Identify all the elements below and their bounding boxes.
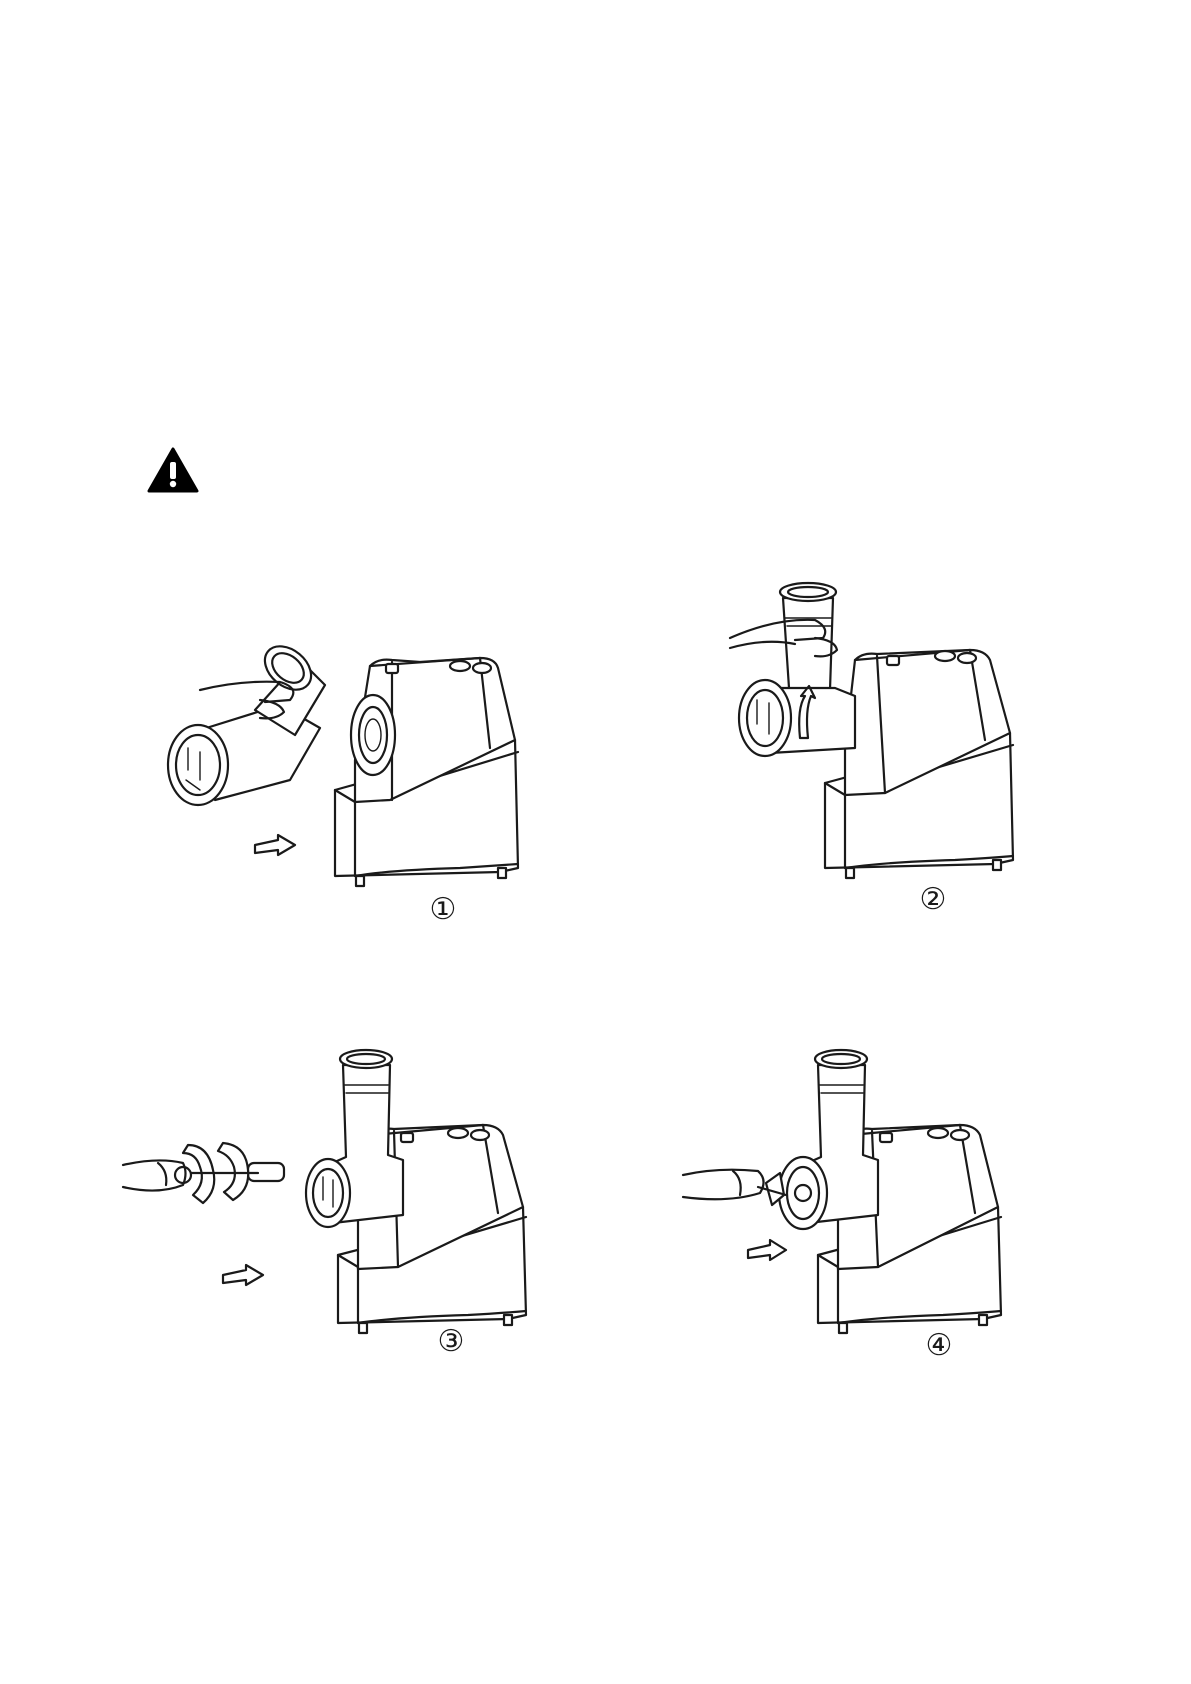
- warning-icon: [147, 446, 199, 494]
- step-1-label: ①: [423, 890, 463, 930]
- step-3-illustration: [128, 1045, 528, 1335]
- step-4-illustration: [688, 1045, 1008, 1335]
- step-4-label: ④: [919, 1326, 959, 1366]
- step-2-illustration: [775, 578, 1075, 878]
- step-2-label: ②: [913, 880, 953, 920]
- step-3-label: ③: [431, 1322, 471, 1362]
- step-1-illustration: [160, 640, 540, 900]
